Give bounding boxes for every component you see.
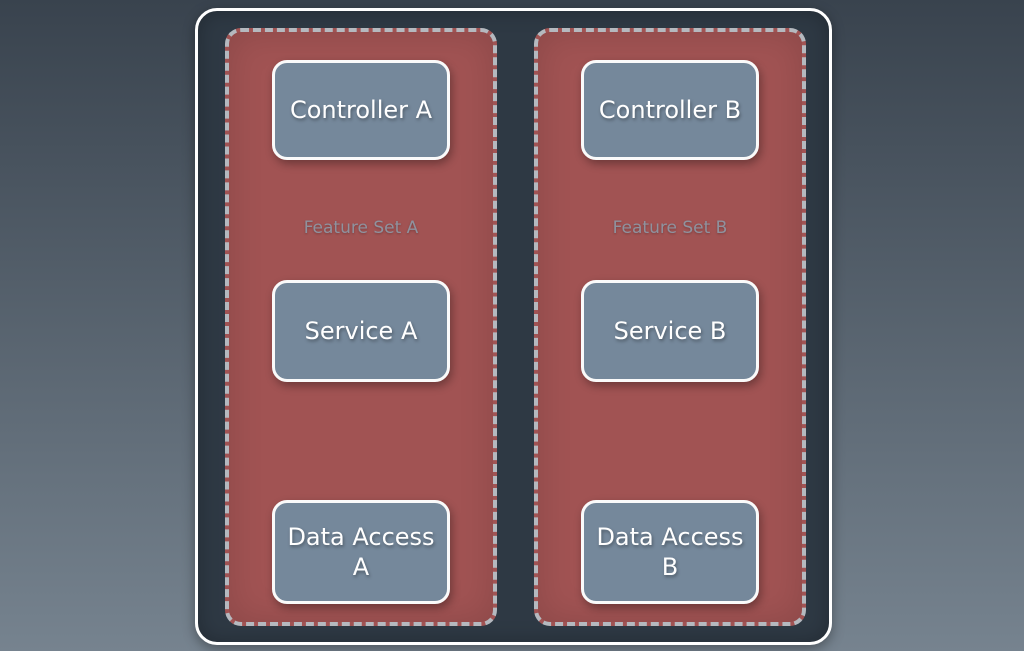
box-service-a: Service A xyxy=(272,280,450,382)
box-controller-a: Controller A xyxy=(272,60,450,160)
feature-set-a-label: Feature Set A xyxy=(303,218,419,238)
box-data-access-b: Data Access B xyxy=(581,500,759,604)
feature-set-b-container: Controller B Feature Set B Service B Dat… xyxy=(534,28,806,626)
box-controller-b: Controller B xyxy=(581,60,759,160)
feature-set-b-label: Feature Set B xyxy=(612,218,728,238)
box-data-access-a: Data Access A xyxy=(272,500,450,604)
feature-set-a-container: Controller A Feature Set A Service A Dat… xyxy=(225,28,497,626)
box-service-b: Service B xyxy=(581,280,759,382)
system-boundary-container: Controller A Feature Set A Service A Dat… xyxy=(195,8,832,645)
